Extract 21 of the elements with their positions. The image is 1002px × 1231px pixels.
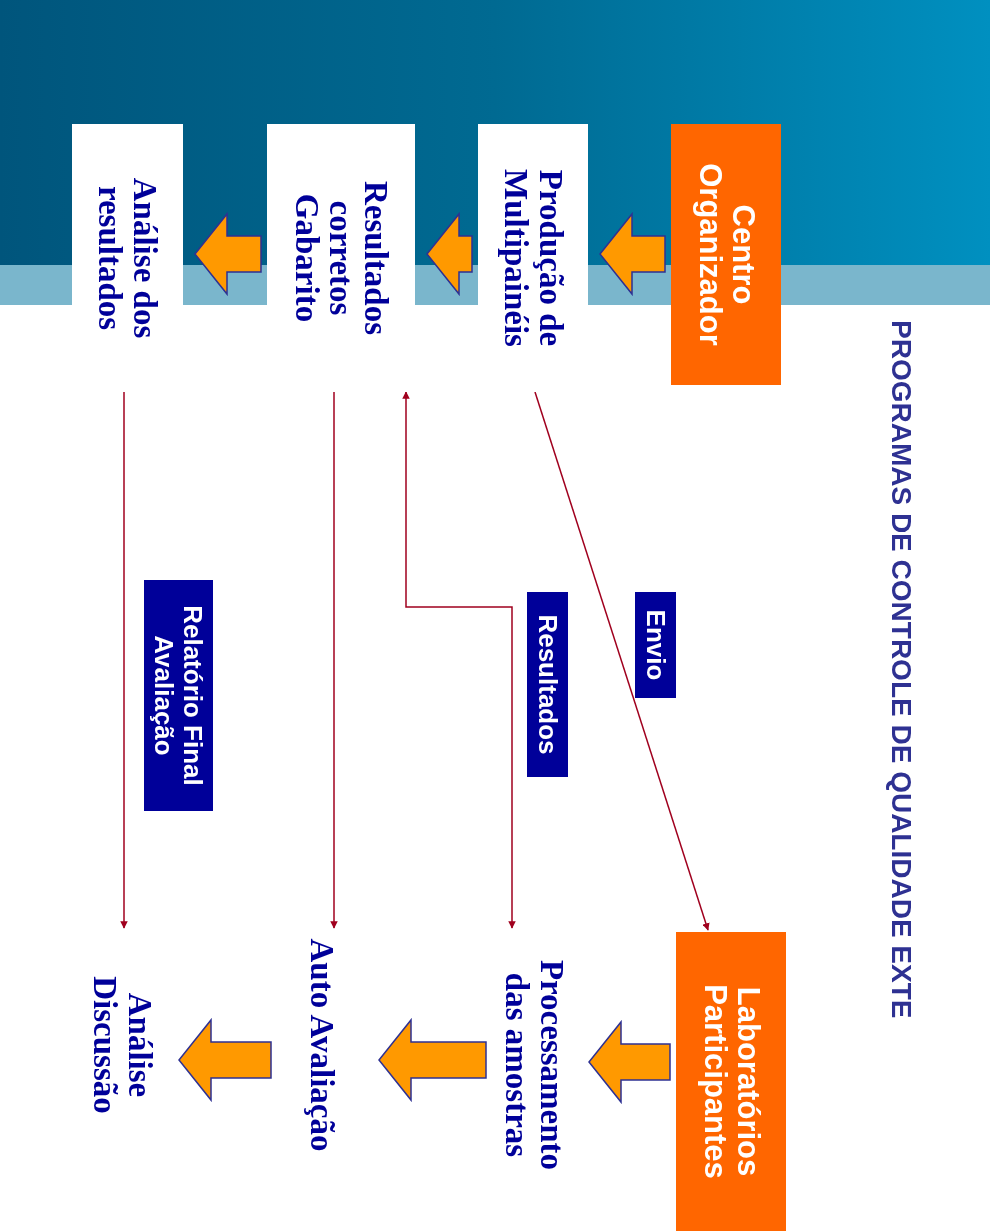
- edge-label: Resultados: [527, 592, 568, 777]
- arrow: [534, 391, 710, 931]
- edge-label: Envio: [635, 592, 676, 698]
- edge-label: Relatório Final Avaliação: [143, 580, 213, 811]
- arrow: [330, 391, 338, 929]
- block-arrow: [588, 1019, 671, 1105]
- step-text: Auto Avaliação: [277, 930, 367, 1160]
- block-arrow: [178, 1017, 272, 1103]
- block-arrow: [599, 211, 666, 297]
- step-text: Análise Discussão: [77, 930, 167, 1160]
- block-arrow: [194, 211, 262, 297]
- arrow: [402, 391, 516, 929]
- group-box: Laboratórios Participantes: [676, 932, 786, 1231]
- arrow: [120, 391, 128, 929]
- step-box: Resultados corretos Gabarito: [267, 124, 415, 392]
- step-text: Processamento das amostras: [492, 930, 577, 1200]
- step-box: Produção de Multipainéis: [478, 124, 588, 392]
- block-arrow: [426, 211, 473, 297]
- group-box: Centro Organizador: [671, 124, 781, 385]
- block-arrow: [378, 1017, 487, 1103]
- title: PROGRAMAS DE CONTROLE DE QUALIDADE EXTE: [885, 320, 918, 1019]
